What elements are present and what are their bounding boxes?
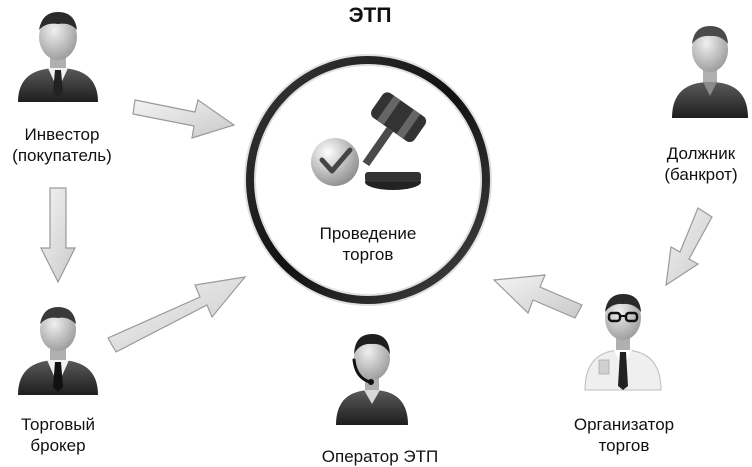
arrow-investor-to-broker [40, 187, 76, 284]
investor-figure [18, 12, 98, 102]
organizer-label: Организатор торгов [573, 415, 675, 455]
investor-label: Инвестор (покупатель) [12, 125, 112, 165]
broker-figure [18, 307, 98, 395]
page-title: ЭТП [348, 4, 392, 27]
gavel-icon [311, 92, 427, 190]
arrow-broker-to-center [107, 276, 247, 353]
debtor-label: Должник (банкрот) [664, 144, 738, 184]
arrow-organizer-to-center [492, 274, 583, 319]
debtor-figure [672, 26, 748, 118]
broker-label: Торговый брокер [21, 415, 95, 455]
operator-figure [336, 334, 408, 425]
organizer-figure [584, 294, 662, 391]
arrow-investor-to-center [132, 99, 236, 139]
operator-label: Оператор ЭТП [321, 447, 439, 466]
center-label: Проведение торгов [319, 224, 417, 264]
auction-ring [244, 54, 492, 306]
arrow-debtor-to-organizer [665, 207, 713, 287]
